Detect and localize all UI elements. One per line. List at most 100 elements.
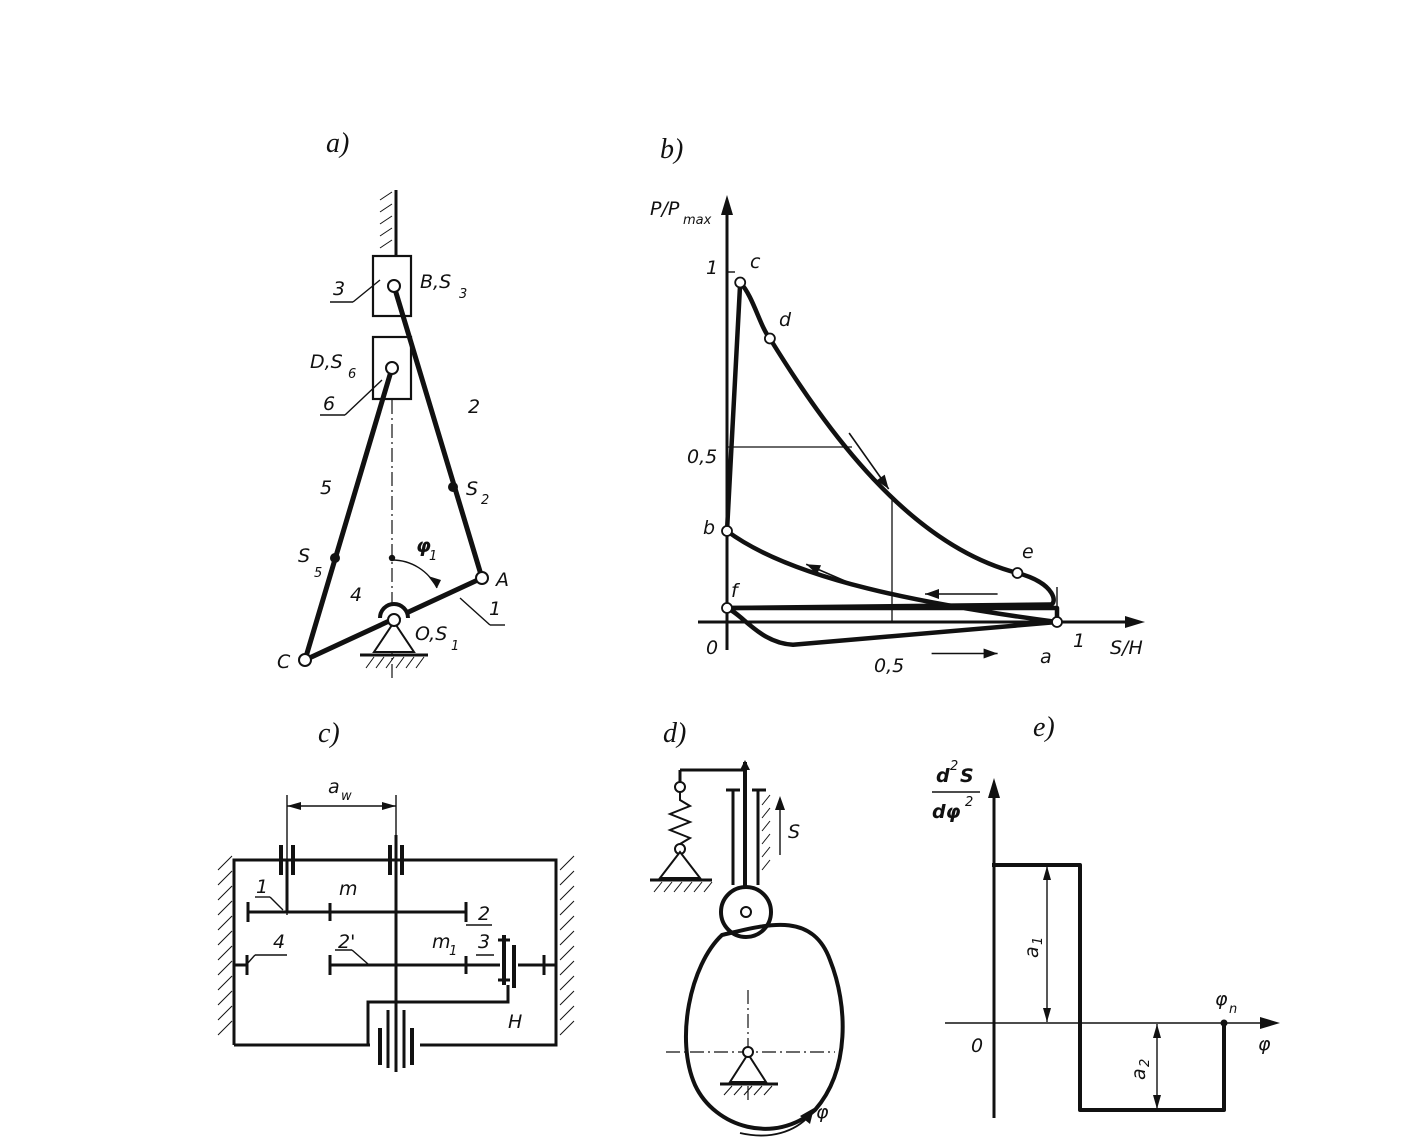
- label-5: 5: [320, 477, 332, 499]
- mass-center-S5: [330, 553, 340, 563]
- frame: [232, 858, 558, 1047]
- angle-arrow: [428, 576, 441, 588]
- spring: [667, 792, 693, 845]
- label-S: S: [788, 821, 800, 843]
- label-phi-n: φ: [1215, 988, 1228, 1010]
- label-phi-n-sub: n: [1229, 1002, 1237, 1017]
- arrow-intake-head: [983, 648, 998, 659]
- point-label-e: e: [1022, 541, 1034, 563]
- link-5: [302, 365, 395, 663]
- label-2: 2: [468, 396, 480, 418]
- carrier-H: [366, 985, 510, 1045]
- acceleration-curve: [992, 863, 1226, 1112]
- y-axis-arrow: [721, 195, 733, 215]
- label-3: 3: [333, 278, 345, 300]
- spring-support: [657, 850, 703, 879]
- label-gear-3: 3: [478, 931, 490, 953]
- label-DS: D,S: [310, 351, 343, 373]
- ylabel-exp: 2: [950, 759, 958, 774]
- joint-C: [298, 653, 312, 667]
- label-m: m: [339, 878, 358, 900]
- panel-c-title: c): [318, 718, 340, 749]
- arrow-expansion-head: [876, 474, 889, 489]
- label-gear-4: 4: [273, 931, 285, 953]
- joint-A: [475, 571, 489, 585]
- wall-hatch-left: [217, 855, 233, 1036]
- ground-hatch: [365, 656, 425, 669]
- label-A: A: [494, 569, 509, 591]
- ylabel-s: S: [960, 765, 974, 787]
- panel-d-title: d): [663, 718, 686, 749]
- panel-e: e) d 2 S dφ 2 a 1 a 2 0 φ n φ: [932, 712, 1280, 1118]
- label-a1: a: [1021, 946, 1043, 958]
- ground-support: [372, 620, 416, 653]
- y-tick-1: 1: [706, 257, 718, 279]
- label-m1: m: [432, 931, 451, 953]
- y-tick-05: 0,5: [687, 446, 717, 468]
- panel-b-title: b): [660, 134, 683, 165]
- arrow-compression-head: [806, 564, 822, 575]
- panel-c: c) a w: [217, 718, 575, 1072]
- point-a: [1051, 616, 1063, 628]
- dim-label: a: [328, 776, 340, 798]
- panel-b: b) P/P max S/H 1 0,5 0 0,5 1 c d e b f a: [650, 134, 1145, 677]
- point-label-f: f: [731, 580, 741, 602]
- label-S2: S: [466, 478, 478, 500]
- ylabel-den-exp: 2: [965, 795, 973, 810]
- label-a2: a: [1128, 1068, 1150, 1080]
- y-axis-label: P/P: [650, 198, 680, 220]
- spring-hatch: [653, 881, 713, 893]
- point-b: [721, 525, 733, 537]
- point-label-b: b: [703, 517, 715, 539]
- label-gear-1: 1: [256, 876, 268, 898]
- x-axis-label: S/H: [1110, 637, 1143, 659]
- pv-chart: [721, 271, 1063, 659]
- joint-O: [387, 613, 401, 627]
- label-OS: O,S: [415, 623, 447, 645]
- series-expansion-curve: [724, 280, 1056, 611]
- label-S5-sub: 5: [314, 566, 322, 581]
- rail-hatch: [379, 191, 393, 249]
- pivot-hub: [378, 602, 410, 619]
- ylabel-dphi: dφ: [932, 801, 961, 823]
- label-BS-sub: 3: [459, 287, 467, 302]
- point-label-d: d: [779, 309, 792, 331]
- label-phi-axis: φ: [1258, 1033, 1271, 1055]
- label-DS-sub: 6: [348, 367, 356, 382]
- label-4: 4: [350, 584, 362, 606]
- label-m1-sub: 1: [449, 944, 457, 959]
- guide-hatch: [761, 794, 771, 871]
- label-a2-sub: 2: [1138, 1059, 1153, 1067]
- origin-label: 0: [706, 637, 718, 659]
- label-gear-2prime: 2': [338, 931, 355, 953]
- arrow-up: [775, 796, 785, 810]
- label-phi: φ: [416, 535, 431, 557]
- x-tick-1: 1: [1073, 630, 1085, 652]
- panel-a: a): [277, 128, 509, 680]
- cam-profile: [684, 922, 845, 1131]
- label-a1-sub: 1: [1031, 937, 1046, 945]
- point-d: [764, 332, 776, 345]
- end-point: [1220, 1019, 1228, 1027]
- point-e: [1011, 567, 1024, 579]
- label-S5: S: [298, 545, 310, 567]
- cam-hatch: [723, 1085, 773, 1096]
- panel-e-title: e): [1033, 712, 1055, 743]
- rotation-arrow: [800, 1108, 814, 1124]
- joint-B: [387, 279, 401, 293]
- label-C: C: [277, 651, 291, 673]
- x-tick-05: 0,5: [874, 655, 904, 677]
- point-label-c: c: [750, 251, 761, 273]
- label-phi-sub: 1: [429, 549, 437, 564]
- ylabel-d: d: [936, 765, 950, 787]
- point-label-a: a: [1040, 646, 1052, 668]
- panel-a-title: a): [326, 128, 349, 159]
- angle-arc: [391, 559, 438, 589]
- wall-hatch-right: [559, 855, 575, 1036]
- label-1: 1: [489, 598, 501, 620]
- label-H: H: [508, 1011, 522, 1033]
- panel-d: d) S: [650, 718, 845, 1137]
- label-S2-sub: 2: [481, 493, 489, 508]
- label-6: 6: [323, 393, 335, 415]
